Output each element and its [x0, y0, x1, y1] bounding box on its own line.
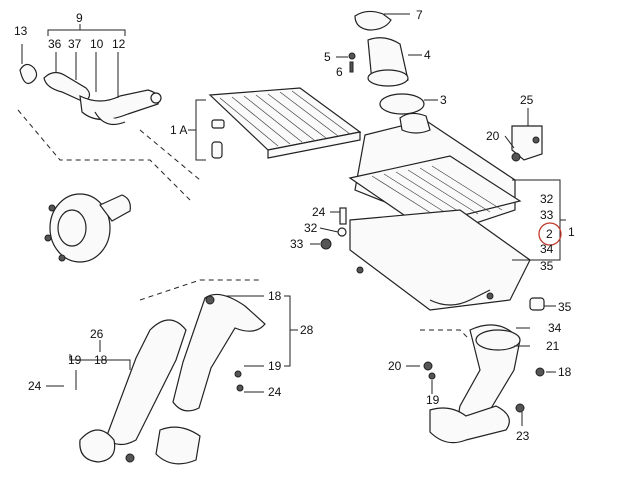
- intake-hose-assembly: [19, 24, 162, 125]
- right-leader-bracket: [512, 179, 566, 261]
- callout-1a: 1 A: [170, 123, 187, 137]
- callout-4: 4: [424, 48, 431, 62]
- callout-21: 21: [546, 339, 560, 353]
- callout-24-bottom-left: 24: [28, 379, 42, 393]
- callout-12: 12: [112, 37, 126, 51]
- callout-18-left: 18: [94, 353, 108, 367]
- callout-9: 9: [76, 11, 83, 25]
- callout-28: 28: [300, 323, 314, 337]
- callout-labels: 13 9 36 37 10 12 7 5 6 4 3 1 A 25 20 32 …: [14, 8, 575, 443]
- callout-32-left: 32: [304, 221, 318, 235]
- callout-2: 2: [546, 227, 553, 241]
- callout-35-right: 35: [540, 259, 554, 273]
- callout-35-lower: 35: [558, 300, 572, 314]
- callout-1: 1: [568, 225, 575, 239]
- callout-25: 25: [520, 93, 534, 107]
- callout-20: 20: [486, 129, 500, 143]
- lower-left-leaders: [46, 279, 298, 393]
- callout-19-left: 19: [68, 353, 82, 367]
- callout-32-right: 32: [540, 192, 554, 206]
- callout-23: 23: [516, 429, 530, 443]
- callout-18-top: 18: [268, 289, 282, 303]
- callout-19-right: 19: [426, 393, 440, 407]
- callout-5: 5: [324, 50, 331, 64]
- turbo-leader-frame: [17, 109, 201, 201]
- callout-7: 7: [416, 8, 423, 22]
- air-mass-meter: [336, 10, 438, 115]
- highlight-circle: [538, 222, 562, 246]
- callout-20-lower: 20: [388, 359, 402, 373]
- callout-34-right: 34: [540, 242, 554, 256]
- callout-26: 26: [90, 327, 104, 341]
- air-filter-housing: [348, 112, 545, 311]
- callout-36: 36: [48, 37, 62, 51]
- callout-34-lower: 34: [548, 321, 562, 335]
- callout-13: 13: [14, 24, 28, 38]
- callout-6: 6: [336, 65, 343, 79]
- turbocharger: [44, 193, 131, 263]
- lower-intake-duct: [406, 305, 556, 444]
- callout-33-right: 33: [540, 208, 554, 222]
- callout-10: 10: [90, 37, 104, 51]
- housing-fasteners: [310, 207, 347, 250]
- callout-3: 3: [440, 93, 447, 107]
- intake-pipes: [79, 293, 266, 465]
- callout-37: 37: [68, 37, 82, 51]
- filter-element: [188, 87, 362, 161]
- callout-18-right: 18: [558, 365, 572, 379]
- callout-24-mid: 24: [268, 385, 282, 399]
- bracket: [504, 108, 543, 162]
- callout-24-left: 24: [312, 205, 326, 219]
- callout-33-left: 33: [290, 237, 304, 251]
- callout-19-mid: 19: [268, 359, 282, 373]
